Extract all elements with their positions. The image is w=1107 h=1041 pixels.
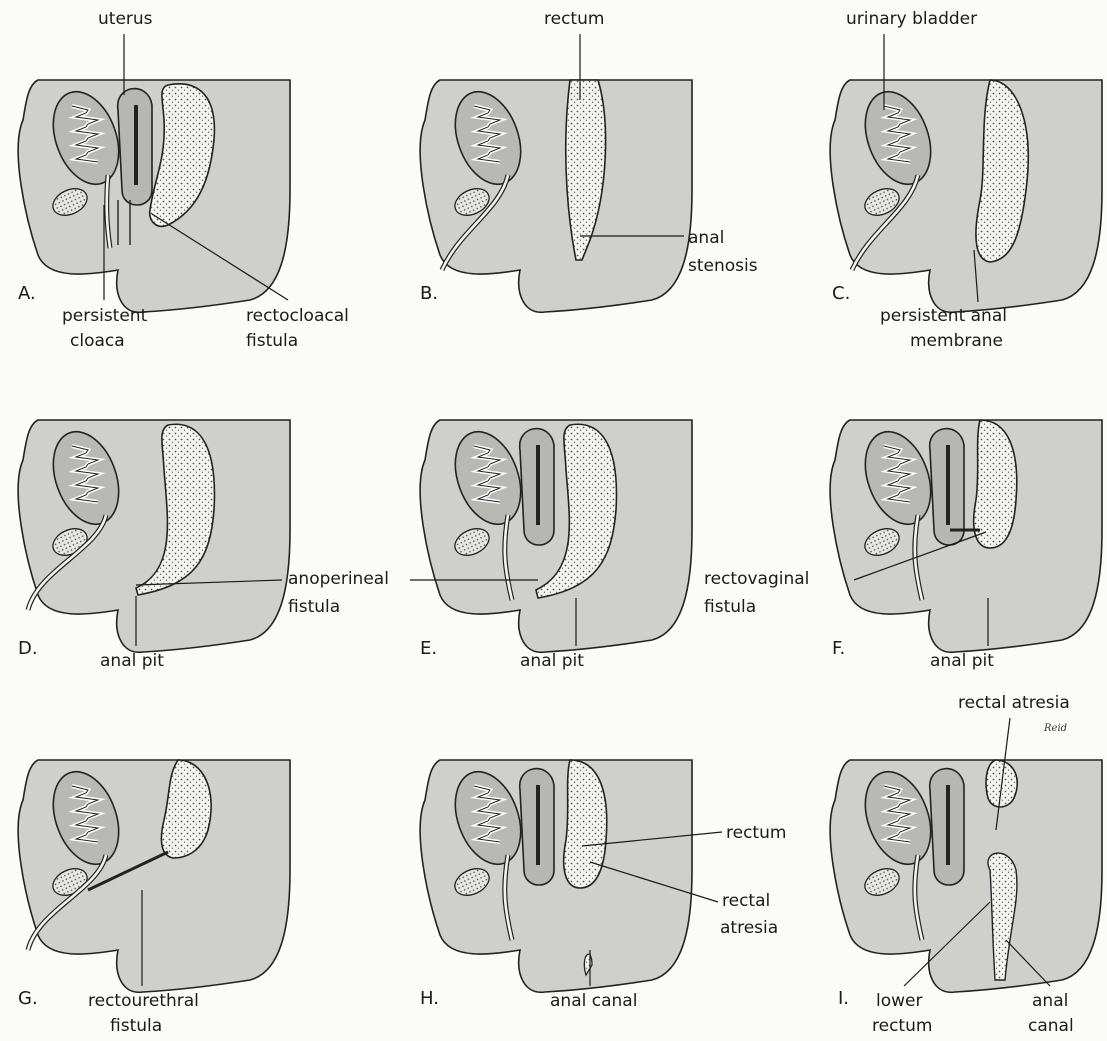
label-rectum-b: rectum (544, 8, 604, 30)
sketch-panel-g (18, 760, 290, 992)
label-rectocloacal-fistula-1: rectocloacal (246, 305, 349, 327)
panel-letter-f: F. (832, 638, 845, 660)
label-rectum-h: rectum (726, 822, 786, 844)
label-anal-pit-d: anal pit (100, 650, 164, 672)
sketch-panel-b (420, 80, 692, 312)
label-anal-stenosis-2: stenosis (688, 255, 758, 277)
label-anoperineal-2: fistula (288, 596, 340, 618)
label-rectovaginal-2: fistula (704, 596, 756, 618)
sketch-panel-f (830, 420, 1102, 652)
sketch-panel-e (420, 420, 692, 652)
label-anal-pit-e: anal pit (520, 650, 584, 672)
label-anal-pit-f: anal pit (930, 650, 994, 672)
label-persistent-anal-membrane-1: persistent anal (880, 305, 1007, 327)
sketch-panel-a (18, 80, 290, 312)
sketch-panel-d (18, 420, 290, 652)
label-persistent-cloaca-2: cloaca (70, 330, 125, 352)
sketch-panel-c (830, 80, 1102, 312)
label-urinary-bladder: urinary bladder (846, 8, 977, 30)
label-anal-canal-i-2: canal (1028, 1015, 1074, 1037)
label-rectourethral-2: fistula (110, 1015, 162, 1037)
panel-letter-d: D. (18, 638, 38, 660)
label-persistent-cloaca-1: persistent (62, 305, 147, 327)
sketch-panel-h (420, 760, 692, 992)
label-rectocloacal-fistula-2: fistula (246, 330, 298, 352)
label-rectourethral-1: rectourethral (88, 990, 199, 1012)
panel-letter-i: I. (838, 988, 849, 1010)
label-rectal-atresia-h-2: atresia (720, 917, 778, 939)
panel-letter-b: B. (420, 283, 438, 305)
label-lower-rectum-1: lower (876, 990, 922, 1012)
label-anal-canal-h: anal canal (550, 990, 637, 1012)
panel-letter-a: A. (18, 283, 36, 305)
label-lower-rectum-2: rectum (872, 1015, 932, 1037)
panel-letter-h: H. (420, 988, 439, 1010)
label-anal-canal-i-1: anal (1032, 990, 1068, 1012)
panel-letter-e: E. (420, 638, 437, 660)
panel-letter-c: C. (832, 283, 850, 305)
label-rectal-atresia-i: rectal atresia (958, 692, 1070, 714)
panel-letter-g: G. (18, 988, 38, 1010)
label-rectovaginal-1: rectovaginal (704, 568, 809, 590)
label-rectal-atresia-h-1: rectal (722, 890, 770, 912)
label-uterus: uterus (98, 8, 153, 30)
label-anoperineal-1: anoperineal (288, 568, 389, 590)
sketch-panel-i (830, 760, 1102, 992)
artist-signature: Reid (1044, 723, 1067, 734)
label-persistent-anal-membrane-2: membrane (910, 330, 1003, 352)
label-anal-stenosis-1: anal (688, 227, 724, 249)
